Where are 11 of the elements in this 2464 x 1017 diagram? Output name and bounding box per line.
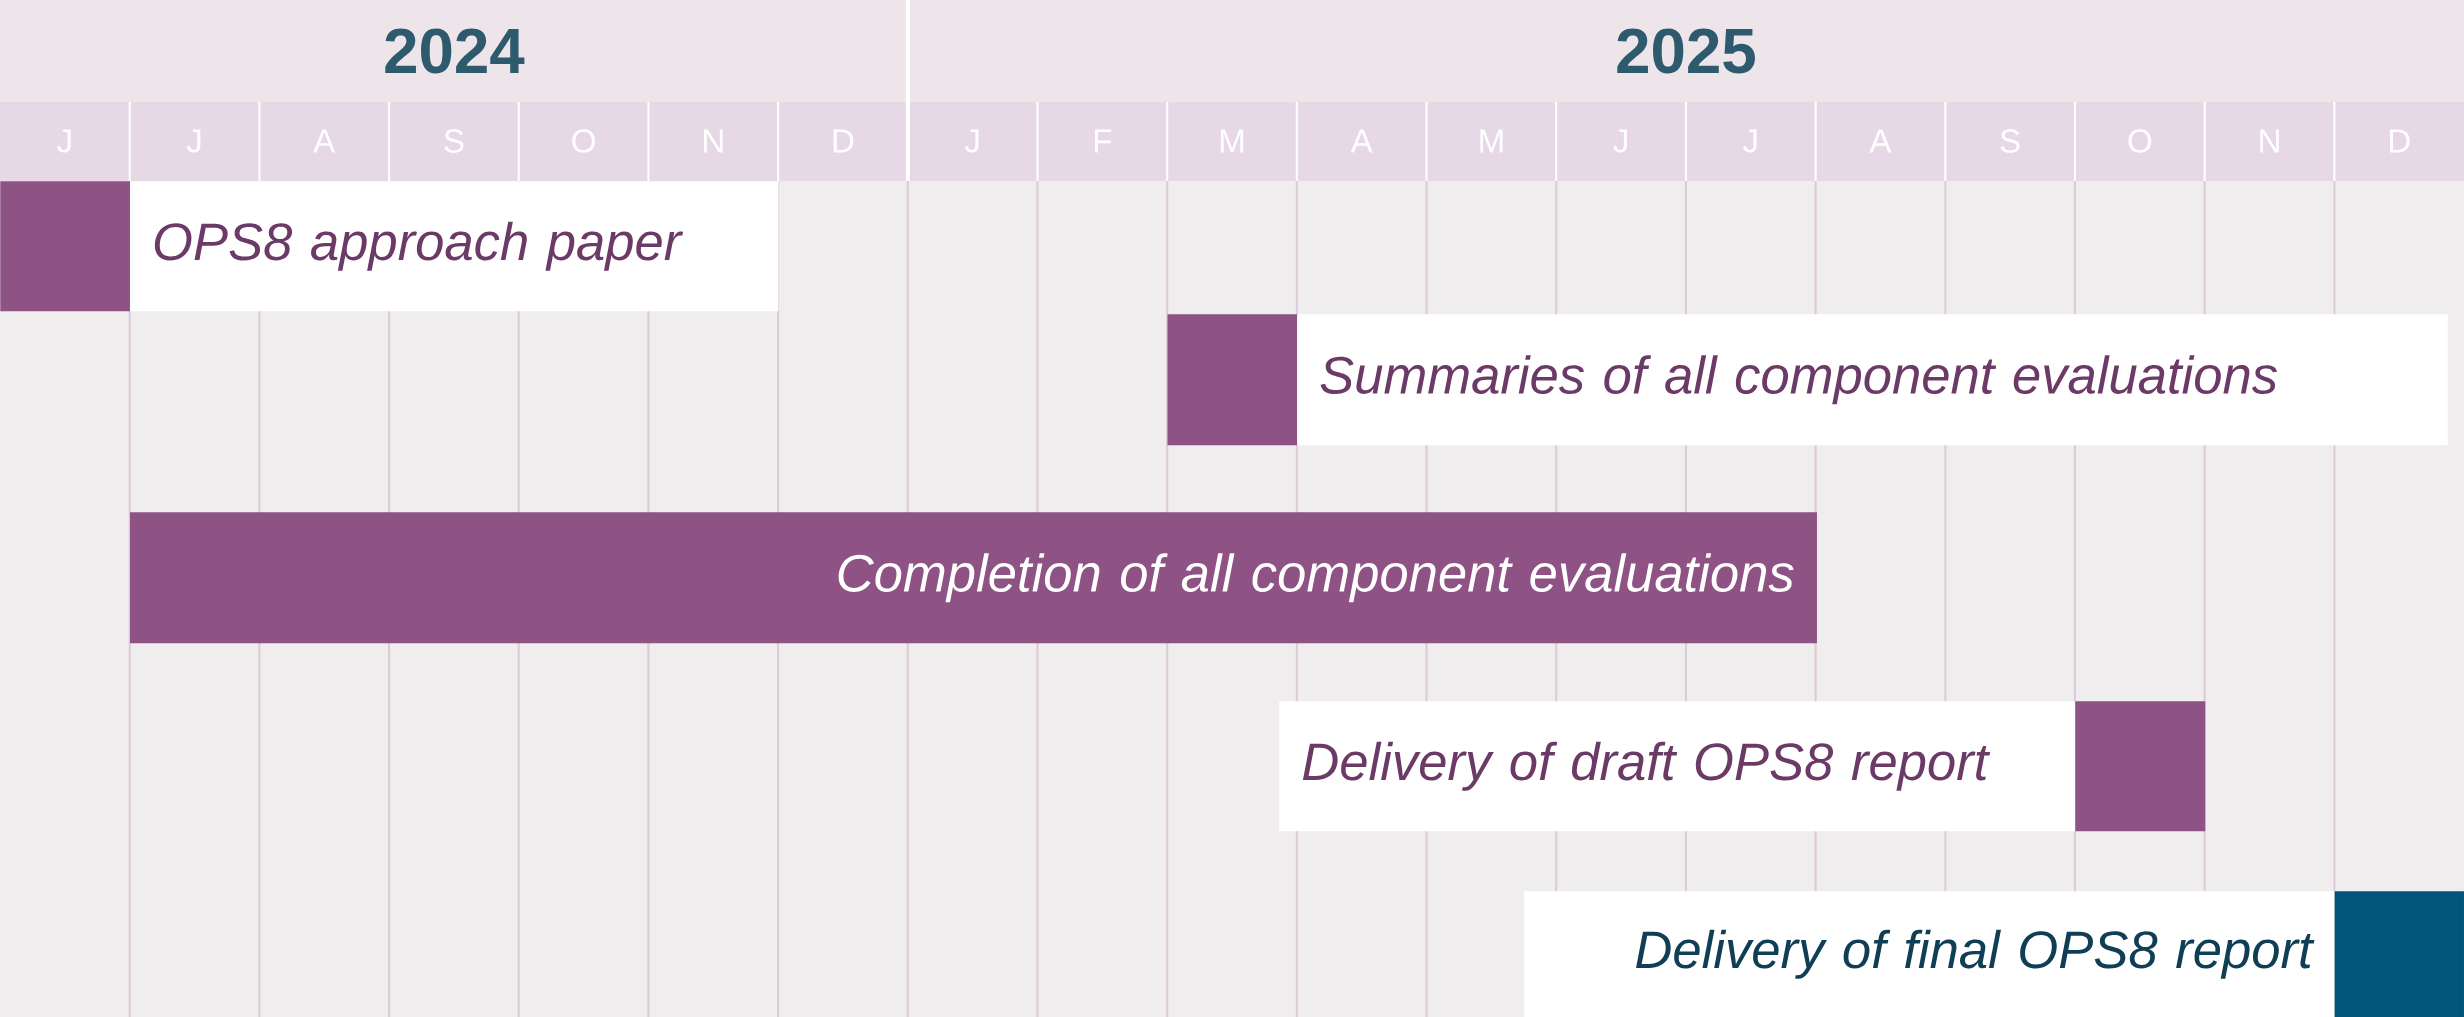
- milestone-marker: [0, 181, 131, 312]
- task-label: Delivery of draft OPS8 report: [1279, 701, 2076, 832]
- milestone-marker: [1167, 314, 1298, 446]
- year-label: 2025: [1617, 28, 1755, 74]
- milestone-marker: [2334, 891, 2464, 1017]
- year-label: 2024: [385, 28, 525, 74]
- task-label: Delivery of final OPS8 report: [1524, 891, 2335, 1017]
- task-label: Summaries of all component evaluations: [1297, 314, 2448, 446]
- milestone-marker: [2075, 701, 2206, 832]
- task-bar: Completion of all component evaluations: [130, 512, 1817, 644]
- task-label: OPS8 approach paper: [130, 181, 779, 312]
